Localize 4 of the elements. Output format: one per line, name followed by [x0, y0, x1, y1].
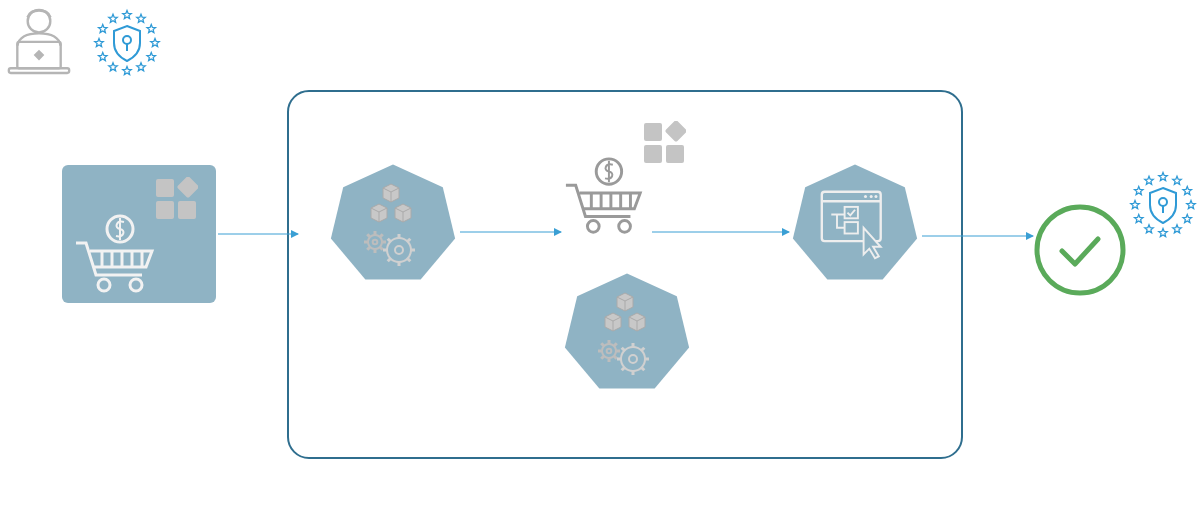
arrow [459, 228, 562, 236]
arrow [651, 228, 790, 236]
arrow [217, 230, 299, 238]
arrow [921, 232, 1034, 240]
